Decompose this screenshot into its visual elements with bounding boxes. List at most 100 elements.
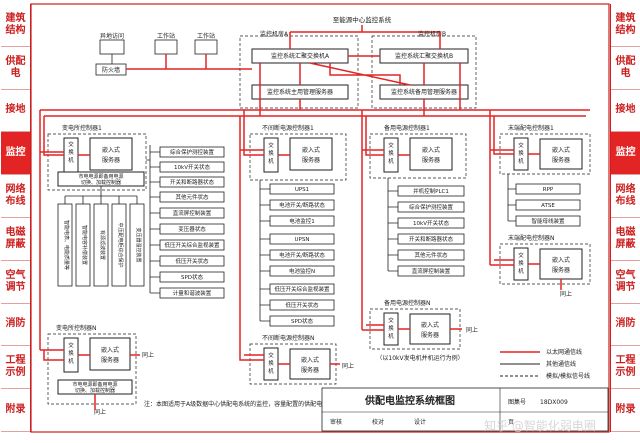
- ctrl-substation-n-label: 变电所控制器N: [56, 324, 97, 332]
- ctrl-substation-label: 变电所控制器1: [62, 124, 102, 132]
- left-tab-structure[interactable]: 建筑结构: [1, 4, 30, 47]
- switch-b-label: 监控系统汇聚交换机B: [395, 52, 453, 60]
- svg-text:开关和断路器状态: 开关和断路器状态: [409, 235, 454, 243]
- ctrl-ups-box: [249, 133, 347, 181]
- svg-text:机: 机: [68, 156, 74, 164]
- svg-text:切换、加载控制器: 切换、加载控制器: [81, 179, 121, 186]
- watermark: 知乎 @智能化弱电圈: [484, 418, 596, 433]
- right-tab-cabling[interactable]: 网络布线: [611, 175, 640, 218]
- left-tab-power[interactable]: 供配电: [1, 47, 30, 90]
- svg-text:交: 交: [68, 140, 74, 148]
- genset-note: （以10kV发电机并机运行为例）: [376, 354, 463, 362]
- server-backup-label: 监控系统备用管理服务器: [391, 88, 457, 96]
- svg-text:服务器: 服务器: [421, 331, 439, 339]
- ctrl-ats-label: 末端配电控制器1: [508, 124, 554, 132]
- left-tab-shielding[interactable]: 电磁屏蔽: [1, 218, 30, 261]
- svg-text:智能母线装置: 智能母线装置: [531, 217, 565, 225]
- right-tab-power[interactable]: 供配电: [611, 47, 640, 90]
- left-tab-monitoring[interactable]: 监控: [1, 132, 30, 176]
- svg-text:市电电源即备用电源: 市电电源即备用电源: [72, 381, 117, 388]
- ctrl-genset-label: 备用电源控制器1: [384, 124, 430, 132]
- ctrl-substation-box: [47, 133, 147, 191]
- svg-text:嵌入式: 嵌入式: [422, 146, 440, 154]
- ups-n-same: 同上: [342, 362, 354, 370]
- svg-text:交: 交: [518, 141, 524, 149]
- genset-n-same: 同上: [466, 326, 478, 334]
- right-tab-monitoring[interactable]: 监控: [611, 132, 640, 176]
- left-tab-fire[interactable]: 消防: [1, 304, 30, 347]
- left-tab-grounding[interactable]: 接地: [1, 90, 30, 133]
- drawing-frame: [30, 3, 610, 433]
- ats-server: [539, 138, 583, 170]
- svg-text:电池开关/断路状态: 电池开关/断路状态: [279, 251, 325, 259]
- svg-text:10kV开关状态: 10kV开关状态: [413, 219, 449, 227]
- svg-text:智能电表、电能质量等: 智能电表、电能质量等: [63, 220, 70, 270]
- ats-n-server: [539, 248, 583, 280]
- right-tab-example[interactable]: 工程示例: [611, 346, 640, 390]
- svg-text:ATSE: ATSE: [541, 203, 555, 209]
- svg-text:换: 换: [518, 259, 524, 267]
- note-line: 注：本图适用于A级数据中心供配电系统的监控，容量配置的供配电设备应由容错配置的控…: [144, 400, 412, 408]
- svg-text:换: 换: [518, 149, 524, 157]
- svg-text:服务器: 服务器: [302, 156, 320, 164]
- right-tab-appendix[interactable]: 附录: [611, 389, 640, 432]
- svg-text:低压开关状态: 低压开关状态: [285, 301, 319, 309]
- svg-text:交: 交: [388, 316, 394, 324]
- svg-text:切换、加载控制器: 切换、加载控制器: [75, 387, 115, 394]
- svg-text:并机控制PLC1: 并机控制PLC1: [413, 187, 449, 195]
- svg-text:直流屏控制装置: 直流屏控制装置: [173, 209, 212, 217]
- drawing-no-label: 图集号: [508, 398, 526, 406]
- drawing-no: 18DX009: [540, 399, 568, 406]
- svg-text:嵌入式: 嵌入式: [552, 256, 570, 264]
- svg-text:换: 换: [68, 148, 74, 156]
- svg-text:嵌入式: 嵌入式: [101, 346, 119, 354]
- substation-embedded-server: [89, 137, 133, 171]
- left-sidebar: 建筑结构 供配电 接地 监控 网络布线 电磁屏蔽 空气调节 消防 工程示例 附录: [1, 4, 31, 432]
- svg-text:嵌入式: 嵌入式: [301, 356, 319, 364]
- room-b-label: 监控机房B: [418, 30, 446, 38]
- svg-text:交: 交: [518, 251, 524, 259]
- left-tab-cabling[interactable]: 网络布线: [1, 175, 30, 218]
- svg-text:机: 机: [518, 267, 524, 275]
- svg-text:机: 机: [268, 157, 274, 165]
- svg-text:嵌入式: 嵌入式: [421, 321, 439, 329]
- left-tab-appendix[interactable]: 附录: [1, 389, 30, 432]
- left-tab-example[interactable]: 工程示例: [1, 346, 30, 390]
- page-label: 页: [508, 419, 514, 426]
- svg-text:SPD状态: SPD状态: [181, 273, 204, 281]
- svg-text:变压器状态: 变压器状态: [178, 225, 206, 233]
- svg-text:电池监控1: 电池监控1: [289, 217, 315, 225]
- svg-text:其他元件状态: 其他元件状态: [414, 251, 448, 259]
- svg-text:交: 交: [388, 141, 394, 149]
- right-tab-grounding[interactable]: 接地: [611, 90, 640, 133]
- svg-text:综合保护测控装置: 综合保护测控装置: [170, 148, 215, 156]
- svg-text:嵌入式: 嵌入式: [302, 146, 320, 154]
- substation-n-same-2: 同上: [94, 408, 106, 416]
- substation-vertical-items: 智能电表、电能质量等 智能电容补偿装置 有源滤波装置 中压配电柜综合保护 变压器…: [57, 186, 145, 287]
- substation-n-same: 同上: [142, 351, 154, 359]
- svg-text:服务器: 服务器: [422, 156, 440, 164]
- ctrl-ats-n-box: [499, 243, 591, 285]
- svg-text:服务器: 服务器: [301, 366, 319, 374]
- right-tab-fire[interactable]: 消防: [611, 304, 640, 347]
- ats-items-list: RPP ATSE 智能母线装置: [507, 174, 581, 227]
- ctrl-genset-box: [369, 133, 467, 179]
- svg-text:服务器: 服务器: [552, 266, 570, 274]
- server-main-label: 监控系统主用管理服务器: [267, 88, 333, 96]
- genset-n-server: [409, 313, 451, 345]
- left-tab-hvac[interactable]: 空气调节: [1, 261, 30, 304]
- svg-text:嵌入式: 嵌入式: [552, 146, 570, 154]
- right-tab-hvac[interactable]: 空气调节: [611, 261, 640, 304]
- ctrl-ups-label: 不间断电源控制器1: [262, 124, 314, 132]
- right-tab-structure[interactable]: 建筑结构: [611, 4, 640, 47]
- svg-text:模拟/模拟信号线: 模拟/模拟信号线: [546, 372, 590, 380]
- svg-text:机: 机: [68, 357, 74, 365]
- svg-text:综合保护测控装置: 综合保护测控装置: [409, 203, 454, 211]
- svg-text:换: 换: [268, 149, 274, 157]
- remote-label: 异地访问: [100, 32, 124, 40]
- right-tab-shielding[interactable]: 电磁屏蔽: [611, 218, 640, 261]
- svg-text:低压开关综合监视装置: 低压开关综合监视装置: [164, 241, 220, 249]
- svg-text:电池开关/断路状态: 电池开关/断路状态: [279, 201, 325, 209]
